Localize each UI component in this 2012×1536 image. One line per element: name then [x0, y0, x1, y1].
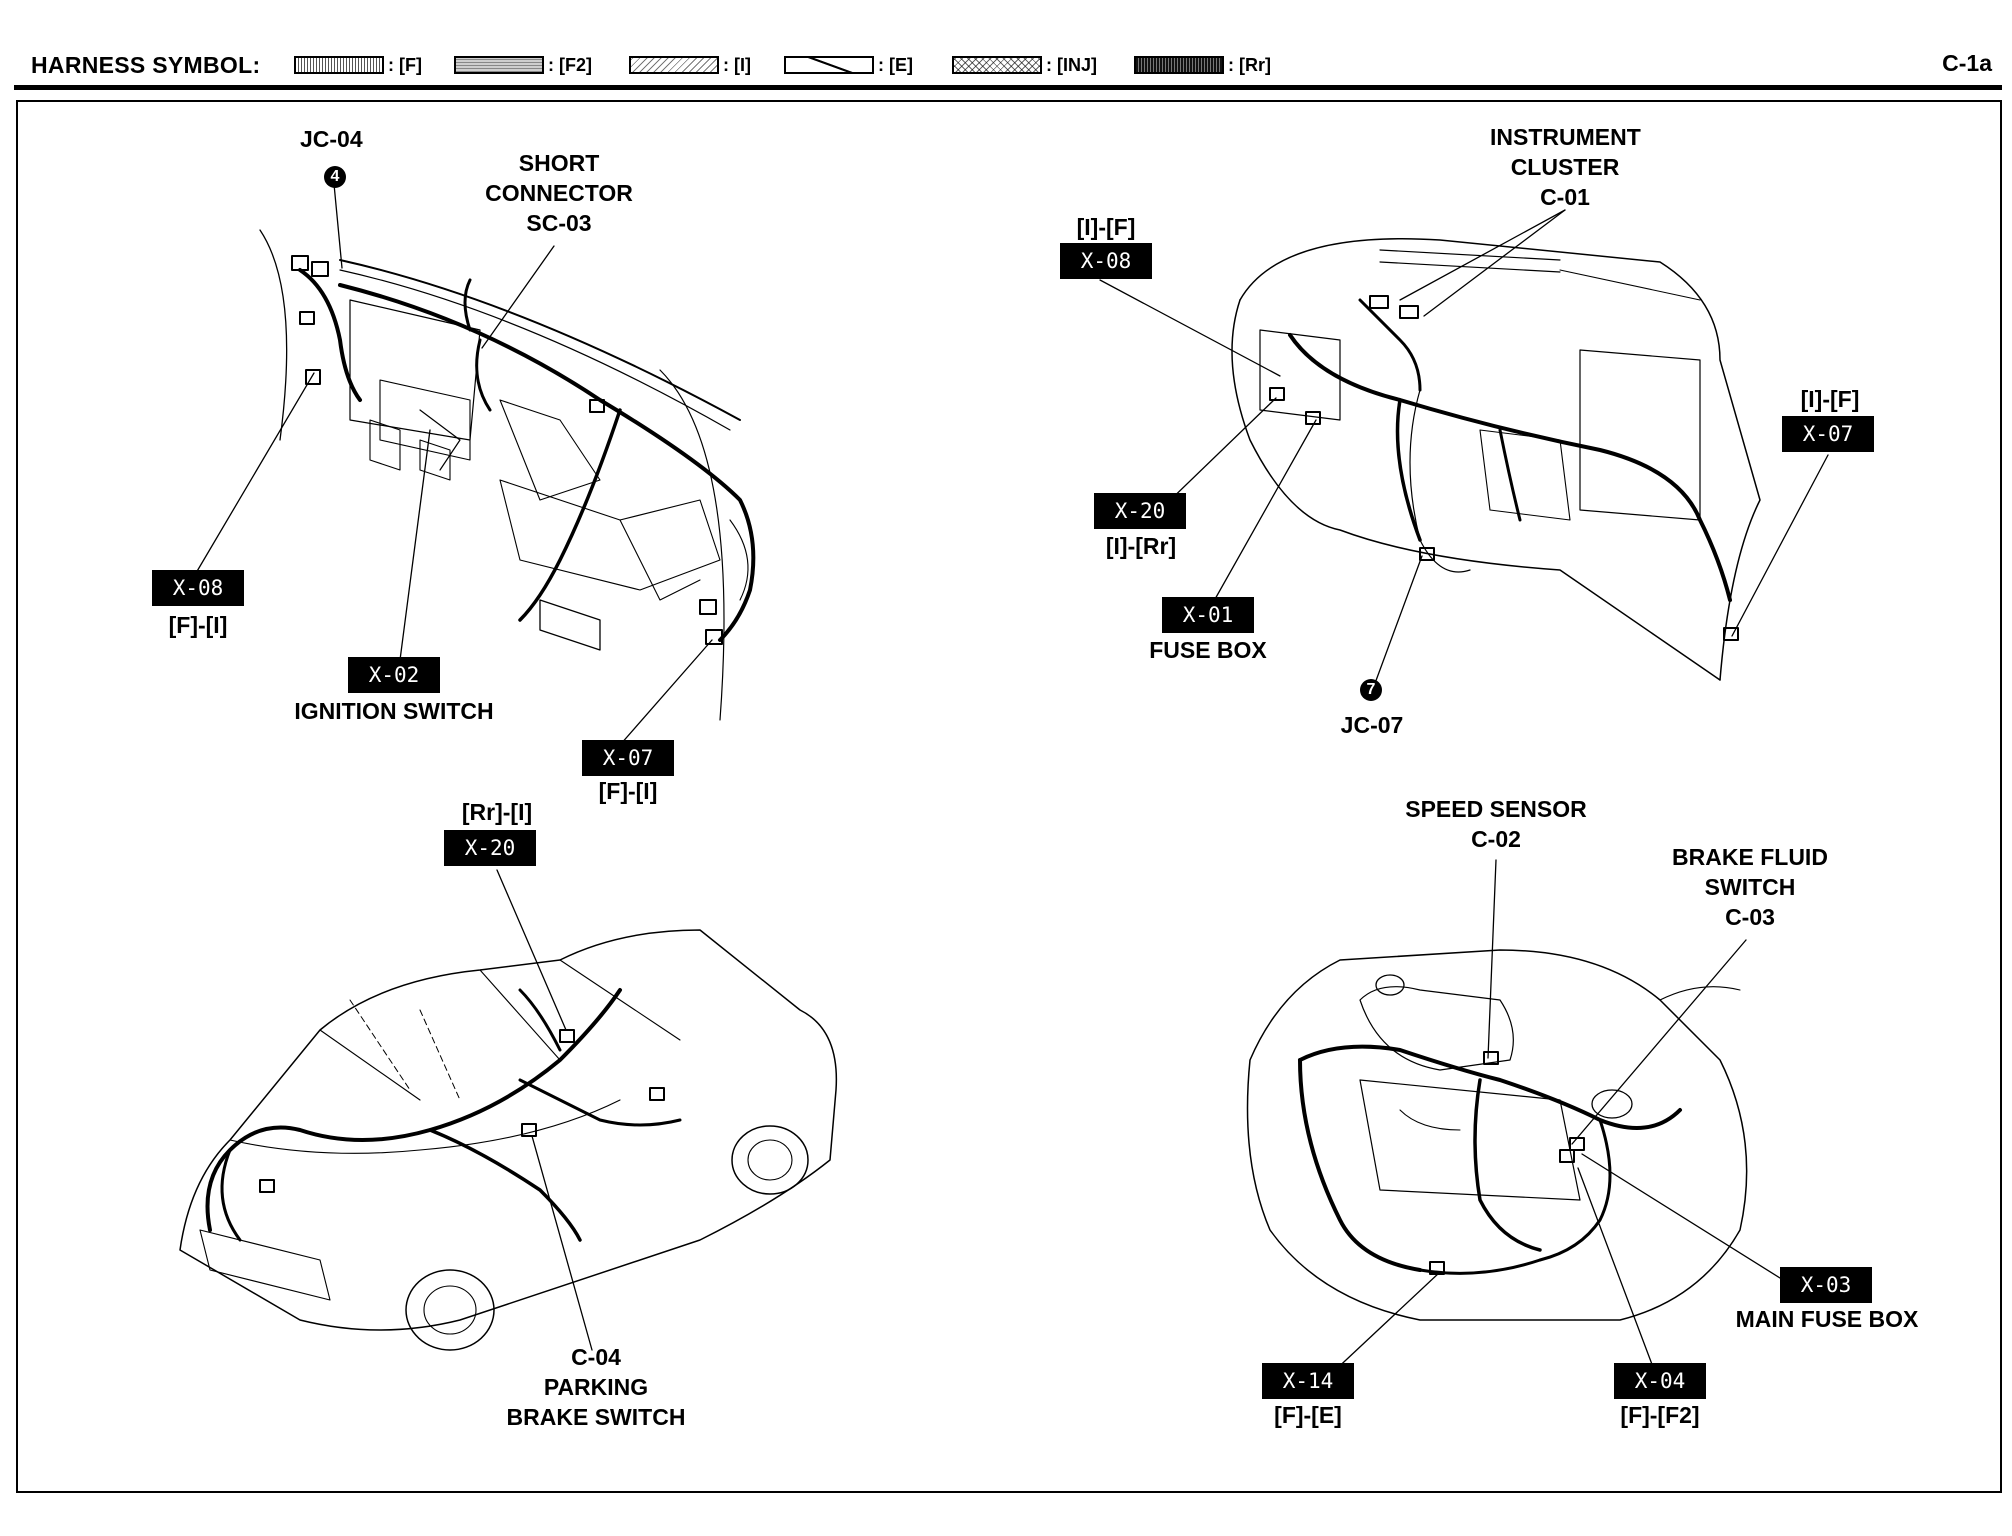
swatch-dots [294, 56, 384, 74]
swatch-fine-grid [454, 56, 544, 74]
legend-item-rr: : [Rr] [1134, 54, 1271, 76]
brake-fluid-line1: BRAKE FLUID [1672, 844, 1828, 870]
legend-label-inj: : [INJ] [1046, 54, 1097, 75]
short-connector-line1: SHORT [518, 150, 600, 176]
connector-tag-x20-rear: X-20 [444, 830, 536, 866]
connector-tag-x01: X-01 [1162, 597, 1254, 633]
x07-passenger-note: [I]-[F] [1800, 386, 1860, 412]
legend-item-i: : [I] [629, 54, 751, 76]
legend-title: HARNESS SYMBOL: [31, 52, 261, 78]
brake-fluid-switch-label: BRAKE FLUID SWITCH C-03 [1660, 842, 1840, 932]
legend-item-f: : [F] [294, 54, 422, 76]
c04-line3: BRAKE SWITCH [506, 1404, 686, 1430]
dash-passenger-illustration [1099, 209, 1829, 687]
connector-tag-x20-passenger: X-20 [1094, 493, 1186, 529]
c04-line2: PARKING [543, 1374, 649, 1400]
instrument-cluster-line3: C-01 [1540, 184, 1590, 210]
speed-sensor-line2: C-02 [1471, 826, 1521, 852]
swatch-hatch-light [629, 56, 719, 74]
legend-item-f2: : [F2] [454, 54, 592, 76]
x20-rear-note: [Rr]-[I] [461, 799, 533, 825]
jc07-label: JC-07 [1340, 712, 1404, 738]
legend-label-f2: : [F2] [548, 54, 592, 75]
connector-tag-x14: X-14 [1262, 1363, 1354, 1399]
connector-tag-x08-passenger: X-08 [1060, 243, 1152, 279]
speed-sensor-label: SPEED SENSOR C-02 [1396, 794, 1596, 854]
jc04-marker: 4 [324, 166, 346, 188]
jc04-label: JC-04 [300, 126, 363, 152]
connector-tag-x08-driver: X-08 [152, 570, 244, 606]
parking-brake-switch-label: C-04 PARKING BRAKE SWITCH [500, 1342, 692, 1432]
legend-label-i: : [I] [723, 54, 751, 75]
legend-item-e: : [E] [784, 54, 913, 76]
x08-driver-note: [F]-[I] [168, 612, 228, 638]
dash-driver-illustration [195, 183, 756, 746]
connector-tag-x02: X-02 [348, 657, 440, 693]
connector-tag-x04: X-04 [1614, 1363, 1706, 1399]
instrument-cluster-line1: INSTRUMENT [1490, 124, 1641, 150]
x14-note: [F]-[E] [1274, 1402, 1342, 1428]
x08-passenger-note: [I]-[F] [1076, 214, 1136, 240]
main-fuse-box-label: MAIN FUSE BOX [1735, 1306, 1919, 1332]
header-rule [14, 85, 2002, 90]
swatch-crosshatch [952, 56, 1042, 74]
connector-tag-x03: X-03 [1780, 1267, 1872, 1303]
brake-fluid-line2: SWITCH [1704, 874, 1796, 900]
short-connector-label: SHORT CONNECTOR SC-03 [484, 148, 634, 238]
x20-passenger-note: [I]-[Rr] [1105, 533, 1177, 559]
brake-fluid-line3: C-03 [1725, 904, 1775, 930]
diagram-frame [16, 100, 2002, 1493]
jc07-marker: 7 [1360, 679, 1382, 701]
x07-driver-note: [F]-[I] [598, 778, 658, 804]
instrument-cluster-label: INSTRUMENT CLUSTER C-01 [1490, 122, 1641, 212]
swatch-dark-dots [1134, 56, 1224, 74]
speed-sensor-line1: SPEED SENSOR [1405, 796, 1587, 822]
short-connector-line3: SC-03 [526, 210, 592, 236]
car-body-rear-illustration [179, 869, 838, 1351]
harness-symbol-legend: HARNESS SYMBOL: : [F] : [F2] : [I] : [E]… [14, 46, 2004, 90]
short-connector-line2: CONNECTOR [485, 180, 633, 206]
c04-line1: C-04 [571, 1344, 621, 1370]
connector-tag-x07-driver: X-07 [582, 740, 674, 776]
connector-tag-x07-passenger: X-07 [1782, 416, 1874, 452]
instrument-cluster-line2: CLUSTER [1510, 154, 1620, 180]
x04-note: [F]-[F2] [1620, 1402, 1700, 1428]
legend-item-inj: : [INJ] [952, 54, 1097, 76]
page-code: C-1a [1942, 50, 1992, 76]
engine-room-illustration [1246, 859, 1781, 1376]
legend-label-e: : [E] [878, 54, 913, 75]
ignition-switch-label: IGNITION SWITCH [294, 698, 494, 724]
fuse-box-label: FUSE BOX [1149, 637, 1267, 663]
legend-label-rr: : [Rr] [1228, 54, 1271, 75]
legend-label-f: : [F] [388, 54, 422, 75]
swatch-hatch-single [784, 56, 874, 74]
